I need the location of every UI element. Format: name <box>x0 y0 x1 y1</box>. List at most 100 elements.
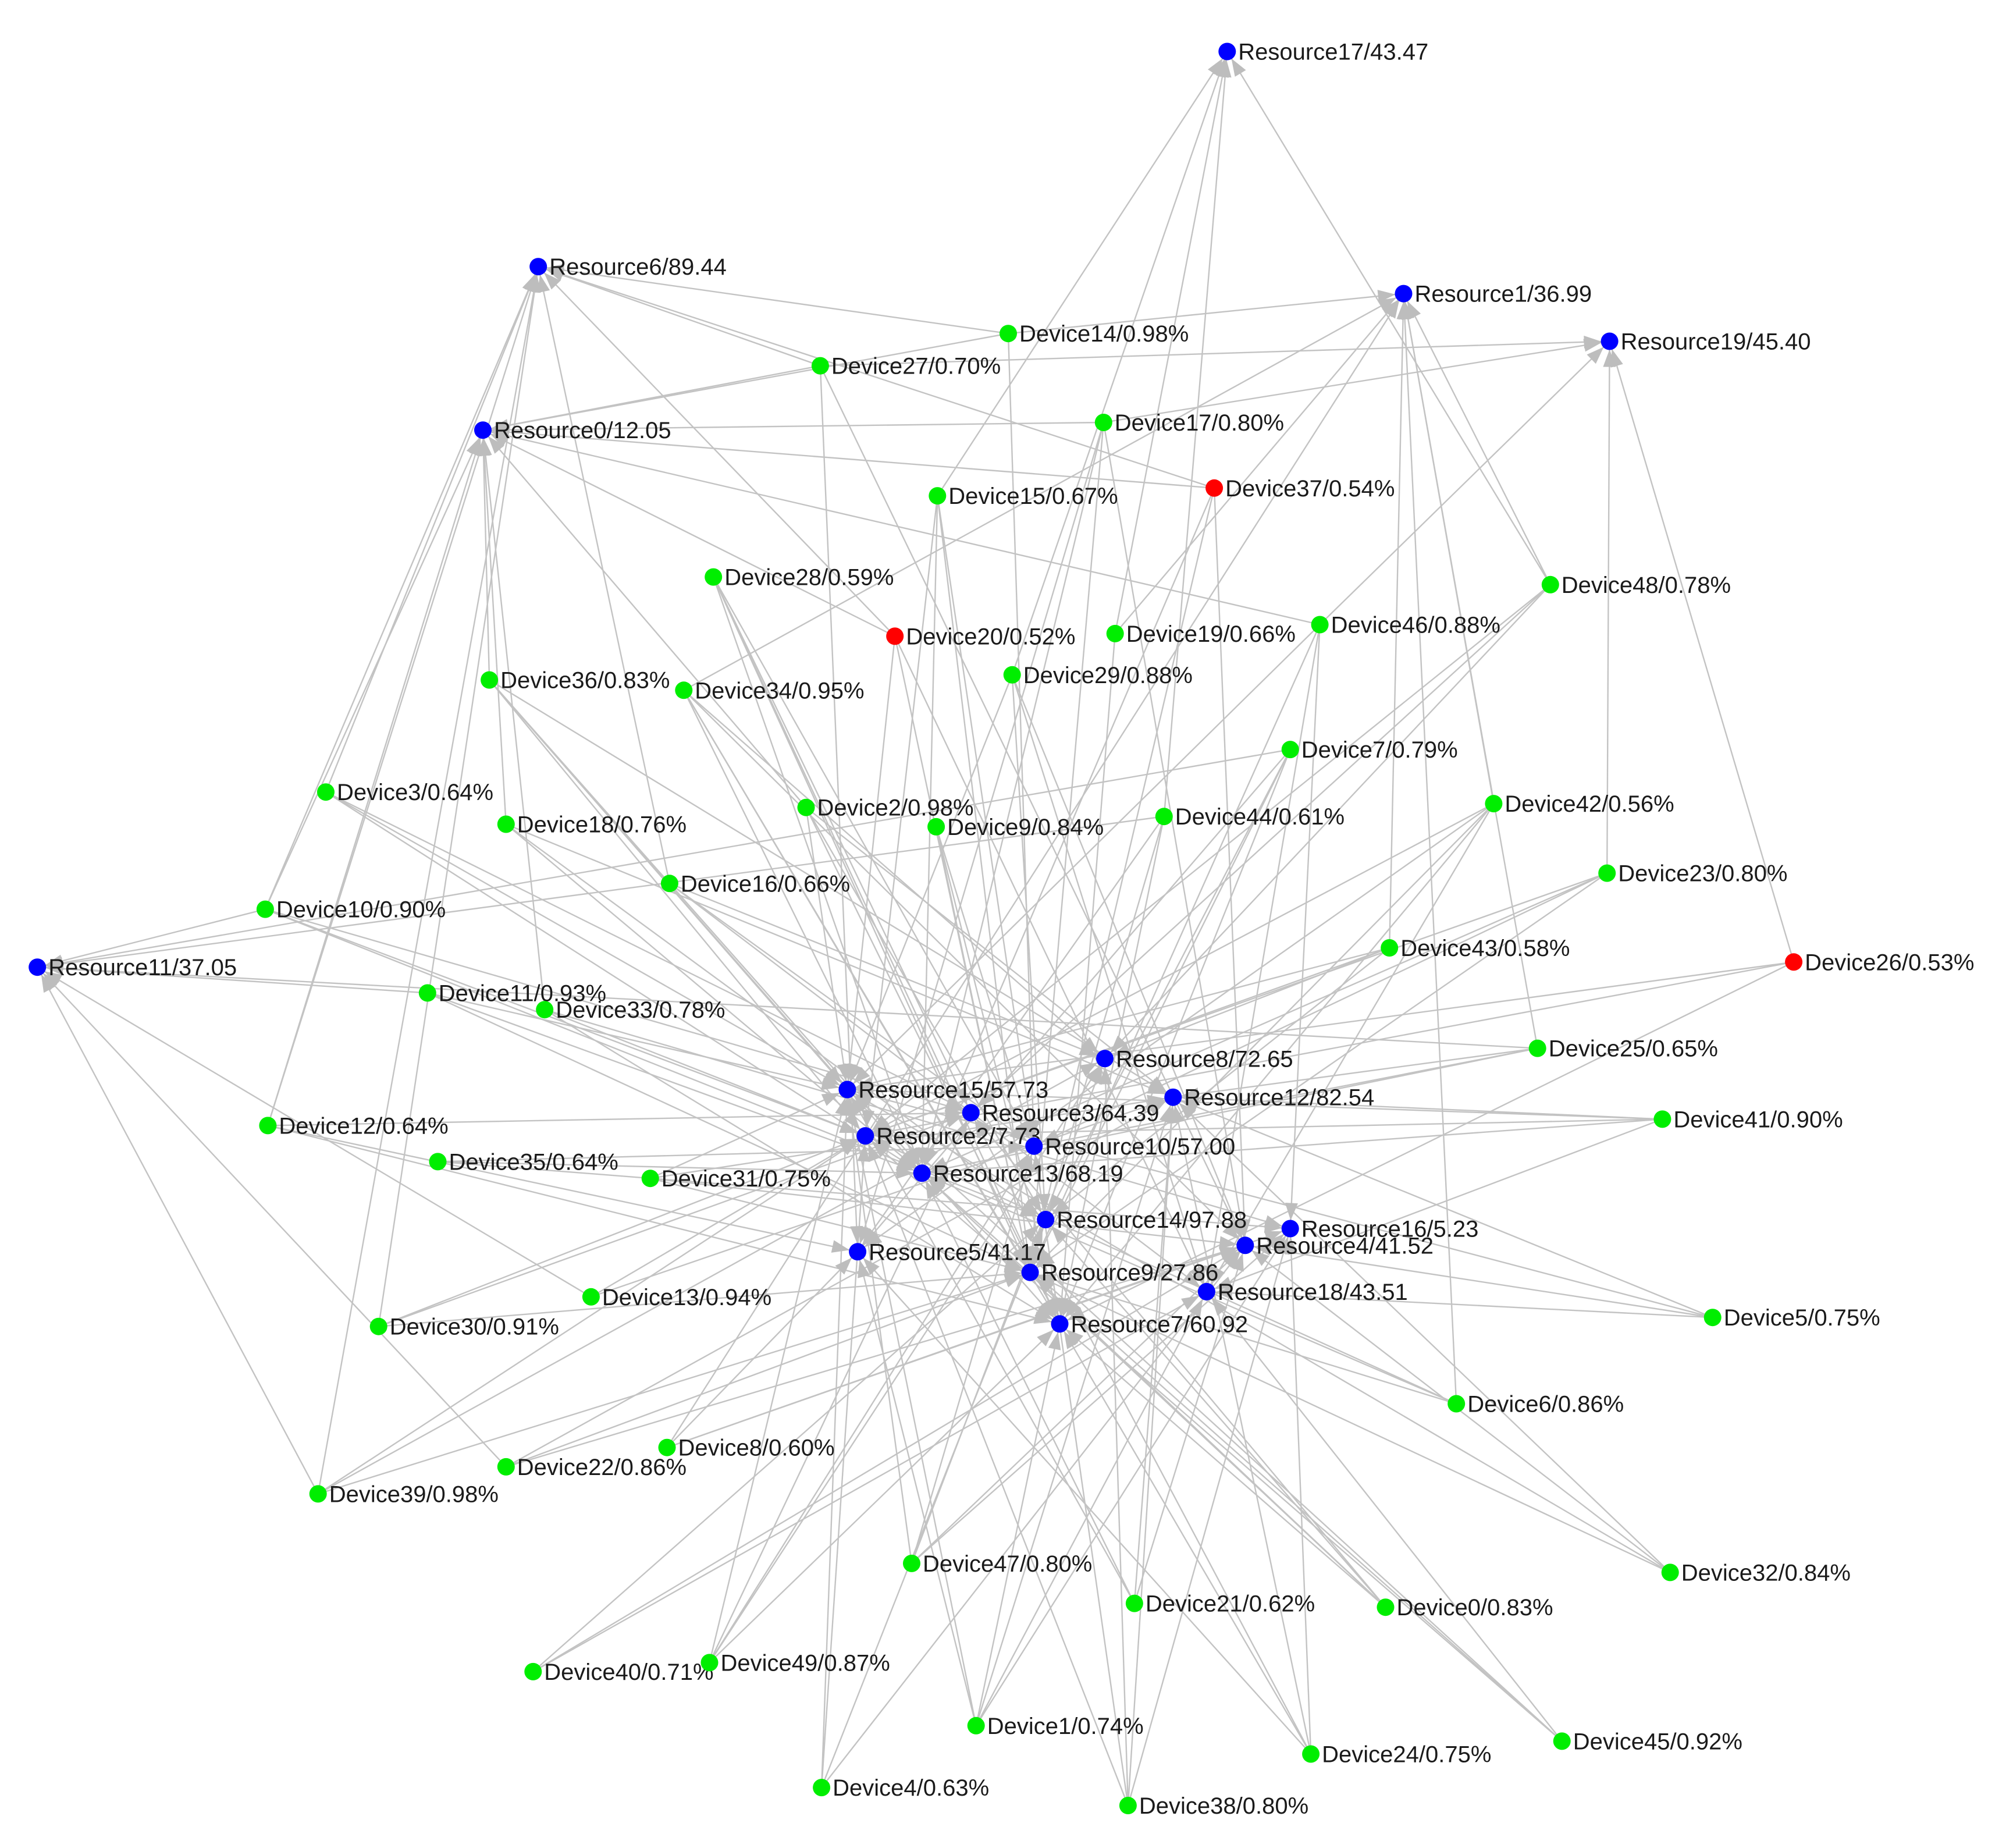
node-device48[interactable]: Device48/0.78% <box>1541 573 1731 598</box>
device-node-dot[interactable] <box>705 568 723 586</box>
device-node-dot[interactable] <box>1302 1745 1320 1763</box>
resource-node-dot[interactable] <box>1164 1088 1182 1106</box>
device-node-dot[interactable] <box>1553 1732 1571 1750</box>
node-device31[interactable]: Device31/0.75% <box>641 1166 831 1192</box>
node-resource8[interactable]: Resource8/72.65 <box>1096 1046 1293 1072</box>
device-node-dot[interactable] <box>967 1716 985 1735</box>
node-resource10[interactable]: Resource10/57.00 <box>1025 1134 1235 1160</box>
node-device2[interactable]: Device2/0.98% <box>797 795 974 821</box>
node-resource9[interactable]: Resource9/27.86 <box>1021 1260 1219 1286</box>
node-device23[interactable]: Device23/0.80% <box>1598 861 1787 887</box>
node-device21[interactable]: Device21/0.62% <box>1125 1591 1315 1617</box>
node-device1[interactable]: Device1/0.74% <box>967 1714 1144 1739</box>
device-node-dot[interactable] <box>1381 939 1399 957</box>
device-node-dot[interactable] <box>927 818 945 836</box>
resource-node-dot[interactable] <box>1051 1315 1069 1333</box>
resource-node-dot[interactable] <box>913 1164 931 1182</box>
device-node-dot[interactable] <box>309 1485 327 1503</box>
device-node-dot[interactable] <box>675 681 693 699</box>
node-device30[interactable]: Device30/0.91% <box>369 1314 559 1340</box>
node-resource0[interactable]: Resource0/12.05 <box>474 418 671 443</box>
node-resource13[interactable]: Resource13/68.19 <box>913 1161 1123 1186</box>
node-device3[interactable]: Device3/0.64% <box>317 780 493 805</box>
node-device24[interactable]: Device24/0.75% <box>1302 1742 1491 1768</box>
device-node-dot[interactable] <box>1125 1594 1143 1612</box>
resource-node-dot[interactable] <box>1601 332 1619 350</box>
node-device10[interactable]: Device10/0.90% <box>256 897 446 923</box>
device-node-dot[interactable] <box>811 357 829 375</box>
node-device45[interactable]: Device45/0.92% <box>1553 1729 1742 1754</box>
node-device47[interactable]: Device47/0.80% <box>903 1551 1092 1577</box>
device-node-dot[interactable] <box>497 1458 515 1476</box>
node-device41[interactable]: Device41/0.90% <box>1653 1107 1843 1132</box>
device-node-dot[interactable] <box>886 627 904 645</box>
resource-node-dot[interactable] <box>1021 1263 1039 1281</box>
node-device35[interactable]: Device35/0.64% <box>429 1149 618 1175</box>
node-device19[interactable]: Device19/0.66% <box>1106 621 1296 647</box>
node-resource3[interactable]: Resource3/64.39 <box>962 1100 1160 1126</box>
node-resource7[interactable]: Resource7/60.92 <box>1051 1312 1249 1337</box>
node-device22[interactable]: Device22/0.86% <box>497 1455 687 1480</box>
node-device14[interactable]: Device14/0.98% <box>1000 321 1189 347</box>
node-resource1[interactable]: Resource1/36.99 <box>1395 282 1592 307</box>
node-device33[interactable]: Device33/0.78% <box>536 997 725 1023</box>
device-node-dot[interactable] <box>1447 1395 1466 1413</box>
resource-node-dot[interactable] <box>838 1081 856 1099</box>
device-node-dot[interactable] <box>369 1317 387 1335</box>
device-node-dot[interactable] <box>1653 1110 1671 1128</box>
node-device11[interactable]: Device11/0.93% <box>418 981 606 1007</box>
node-device40[interactable]: Device40/0.71% <box>524 1659 714 1685</box>
resource-node-dot[interactable] <box>1096 1050 1114 1068</box>
node-resource6[interactable]: Resource6/89.44 <box>529 254 727 280</box>
resource-node-dot[interactable] <box>1037 1211 1055 1228</box>
device-node-dot[interactable] <box>418 984 436 1002</box>
device-node-dot[interactable] <box>497 815 515 833</box>
node-resource14[interactable]: Resource14/97.88 <box>1037 1207 1247 1233</box>
node-device13[interactable]: Device13/0.94% <box>582 1285 771 1310</box>
node-device38[interactable]: Device38/0.80% <box>1119 1793 1308 1819</box>
node-device6[interactable]: Device6/0.86% <box>1447 1392 1624 1417</box>
device-node-dot[interactable] <box>1205 479 1224 497</box>
device-node-dot[interactable] <box>660 875 678 893</box>
resource-node-dot[interactable] <box>1281 1220 1299 1238</box>
device-node-dot[interactable] <box>582 1288 600 1306</box>
resource-node-dot[interactable] <box>474 421 492 439</box>
device-node-dot[interactable] <box>1528 1039 1546 1057</box>
device-node-dot[interactable] <box>536 1001 554 1019</box>
node-resource4[interactable]: Resource4/41.52 <box>1236 1233 1434 1259</box>
device-node-dot[interactable] <box>1155 808 1173 826</box>
device-node-dot[interactable] <box>1485 795 1503 813</box>
device-node-dot[interactable] <box>641 1170 659 1188</box>
device-node-dot[interactable] <box>700 1654 719 1672</box>
node-device18[interactable]: Device18/0.76% <box>497 812 687 838</box>
resource-node-dot[interactable] <box>962 1104 980 1122</box>
node-device15[interactable]: Device15/0.67% <box>929 484 1118 509</box>
device-node-dot[interactable] <box>481 671 499 689</box>
resource-node-dot[interactable] <box>1395 285 1413 303</box>
node-resource5[interactable]: Resource5/41.17 <box>849 1239 1046 1265</box>
device-node-dot[interactable] <box>1598 864 1616 882</box>
node-device9[interactable]: Device9/0.84% <box>927 815 1104 840</box>
device-node-dot[interactable] <box>1311 616 1329 634</box>
node-resource15[interactable]: Resource15/57.73 <box>838 1078 1048 1103</box>
resource-node-dot[interactable] <box>849 1243 867 1261</box>
resource-node-dot[interactable] <box>1197 1282 1215 1300</box>
node-device26[interactable]: Device26/0.53% <box>1785 950 1974 975</box>
device-node-dot[interactable] <box>658 1438 676 1456</box>
node-device16[interactable]: Device16/0.66% <box>660 871 850 897</box>
node-resource12[interactable]: Resource12/82.54 <box>1164 1085 1374 1111</box>
node-device37[interactable]: Device37/0.54% <box>1205 476 1395 502</box>
node-resource2[interactable]: Resource2/7.73 <box>856 1124 1041 1149</box>
device-node-dot[interactable] <box>1000 325 1017 343</box>
device-node-dot[interactable] <box>1541 575 1559 594</box>
node-device29[interactable]: Device29/0.88% <box>1003 663 1193 688</box>
device-node-dot[interactable] <box>1703 1309 1722 1327</box>
node-device43[interactable]: Device43/0.58% <box>1381 936 1570 961</box>
node-device12[interactable]: Device12/0.64% <box>259 1113 449 1139</box>
node-resource16[interactable]: Resource16/5.23 <box>1281 1217 1479 1242</box>
node-device44[interactable]: Device44/0.61% <box>1155 804 1345 830</box>
node-device42[interactable]: Device42/0.56% <box>1485 791 1674 817</box>
device-node-dot[interactable] <box>524 1662 542 1680</box>
node-device28[interactable]: Device28/0.59% <box>705 565 894 591</box>
node-resource18[interactable]: Resource18/43.51 <box>1197 1280 1408 1305</box>
